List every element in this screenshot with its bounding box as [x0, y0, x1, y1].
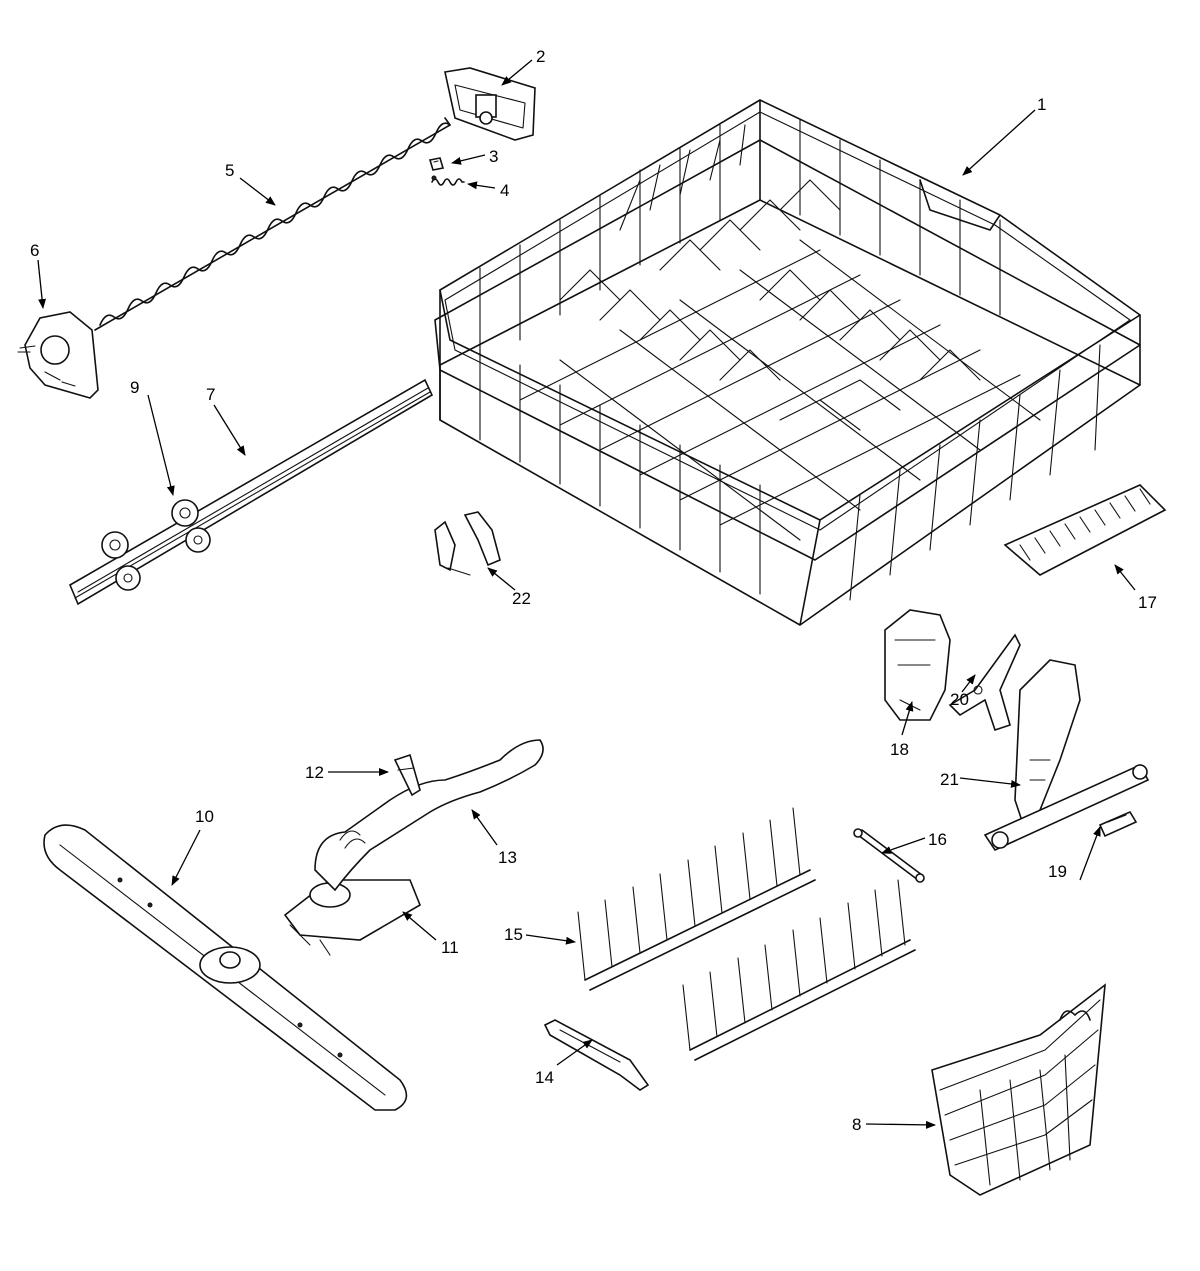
- silverware-basket-part[interactable]: [931, 983, 1106, 1196]
- callout-18: 18: [890, 740, 909, 759]
- callout-19: 19: [1048, 862, 1067, 881]
- callout-1: 1: [1037, 95, 1046, 114]
- spray-arm-part[interactable]: [43, 824, 408, 1111]
- rail-clip-part[interactable]: [543, 1019, 650, 1091]
- link-part[interactable]: [853, 828, 925, 883]
- rack-back-wires: [479, 119, 1001, 361]
- check-valve-part[interactable]: [393, 753, 421, 797]
- small-clip-part[interactable]: [1098, 810, 1138, 838]
- callout-8: 8: [852, 1115, 861, 1134]
- callout-6: 6: [30, 241, 39, 260]
- clips-part[interactable]: [434, 511, 501, 576]
- rack-tines: [559, 124, 981, 431]
- manifold-part[interactable]: [283, 879, 421, 956]
- callout-20: 20: [950, 690, 969, 709]
- conduit-tube-part[interactable]: [314, 739, 544, 892]
- comb-part[interactable]: [1003, 484, 1167, 576]
- callout-21: 21: [940, 770, 959, 789]
- rack-rail-part[interactable]: [68, 378, 434, 606]
- rack-front-wires: [479, 344, 1101, 601]
- callout-14: 14: [535, 1068, 554, 1087]
- callout-5: 5: [225, 161, 234, 180]
- adjuster-housing-part[interactable]: [884, 609, 951, 721]
- callout-16: 16: [928, 830, 947, 849]
- callout-7: 7: [206, 385, 215, 404]
- callout-15: 15: [504, 925, 523, 944]
- callout-4: 4: [500, 181, 509, 200]
- pin-part[interactable]: [428, 157, 445, 171]
- tine-rows-part[interactable]: [577, 807, 916, 1061]
- end-cap-bracket-part[interactable]: [444, 67, 536, 141]
- adjuster-assembly-part[interactable]: [983, 659, 1150, 852]
- callout-13: 13: [498, 848, 517, 867]
- callout-11: 11: [441, 938, 459, 957]
- wavy-rod-part[interactable]: [94, 117, 451, 331]
- rack-wheels-part[interactable]: [101, 499, 211, 591]
- spring-part[interactable]: [431, 175, 465, 186]
- callout-22: 22: [512, 589, 531, 608]
- callout-9: 9: [130, 378, 139, 397]
- callout-10: 10: [195, 807, 214, 826]
- rack-stop-part[interactable]: [17, 311, 99, 399]
- callout-12: 12: [305, 763, 324, 782]
- callout-2: 2: [536, 47, 545, 66]
- callout-17: 17: [1138, 593, 1157, 612]
- upper-rack-part[interactable]: [434, 99, 1141, 626]
- rack-floor: [519, 239, 1041, 541]
- callout-3: 3: [489, 147, 498, 166]
- callout-labels: 1 2 3 4 5 6 7 8 9 10 11 12 13 14 15 16 1…: [30, 47, 1157, 1134]
- leader-lines: [37, 59, 1136, 1129]
- lever-part[interactable]: [948, 633, 1021, 732]
